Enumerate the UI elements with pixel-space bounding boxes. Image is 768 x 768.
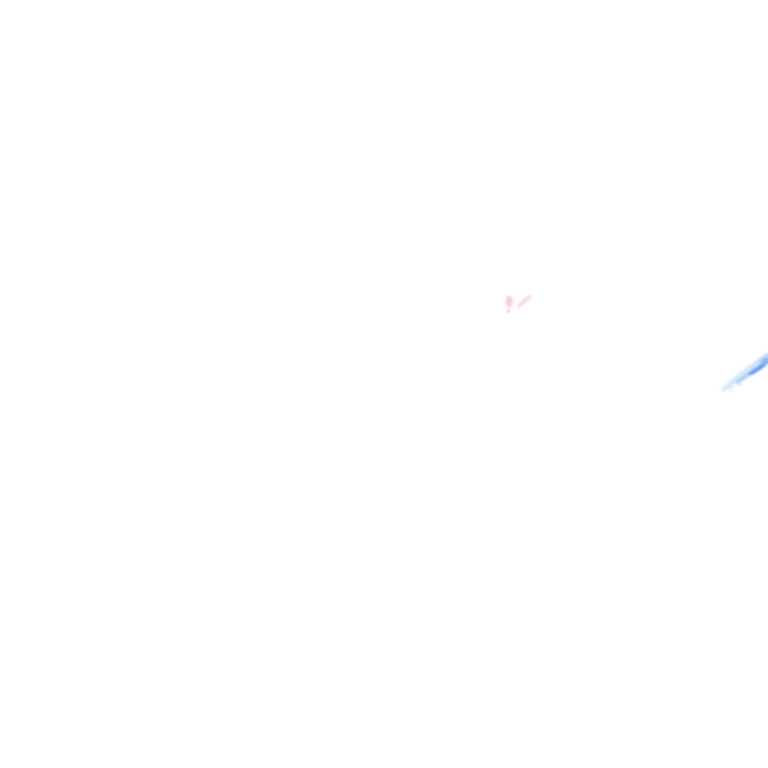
pink-dab-dot <box>506 308 511 314</box>
blue-speck-1 <box>724 385 734 389</box>
blue-streak-base <box>721 352 768 392</box>
blue-streak-core <box>748 362 767 375</box>
pink-dab-left <box>505 296 513 308</box>
blue-brush-streak <box>721 352 768 393</box>
pink-dab-slash-halo <box>520 295 532 305</box>
blue-speck-4 <box>721 388 726 392</box>
blue-speck-3 <box>729 389 734 393</box>
pink-brush-dabs <box>504 293 532 314</box>
blue-speck-2 <box>736 383 744 386</box>
blue-streak-tip <box>756 353 768 363</box>
